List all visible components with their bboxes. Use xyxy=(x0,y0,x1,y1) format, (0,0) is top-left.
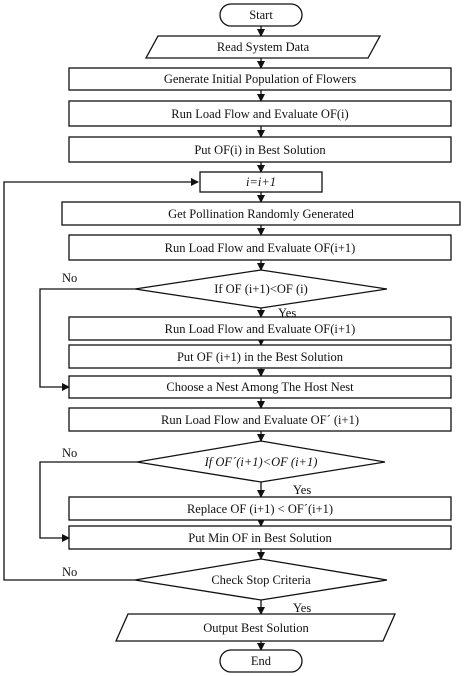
label-run3: Run Load Flow and Evaluate OF(i+1) xyxy=(165,322,356,336)
terminator-start xyxy=(219,3,303,27)
terminator-end xyxy=(219,649,303,673)
node-stop: Check Stop Criteria xyxy=(134,558,388,601)
node-read: Read System Data xyxy=(144,35,382,59)
process-run-load-flow-2 xyxy=(68,234,452,261)
label-nest: Choose a Nest Among The Host Nest xyxy=(166,380,354,394)
arrow-decision2-no-to-putmin xyxy=(39,461,137,542)
node-nest: Choose a Nest Among The Host Nest xyxy=(68,375,452,399)
node-end: End xyxy=(219,649,303,673)
node-put2: Put OF (i+1) in the Best Solution xyxy=(68,344,452,369)
node-putmin: Put Min OF in Best Solution xyxy=(68,525,452,550)
label-putmin: Put Min OF in Best Solution xyxy=(188,531,332,545)
node-decision1: If OF (i+1)<OF (i) xyxy=(134,269,388,309)
label-put1: Put OF(i) in Best Solution xyxy=(194,143,326,157)
label-yes-stop: Yes xyxy=(293,601,311,615)
input-read-system-data xyxy=(144,35,382,59)
label-no-stop: No xyxy=(62,565,77,579)
label-yes-decision1: Yes xyxy=(278,306,296,320)
label-yes-decision2: Yes xyxy=(293,483,311,497)
node-incr: i=i+1 xyxy=(199,171,323,193)
node-run3: Run Load Flow and Evaluate OF(i+1) xyxy=(68,316,452,341)
node-run2: Run Load Flow and Evaluate OF(i+1) xyxy=(68,234,452,261)
label-generate: Generate Initial Population of Flowers xyxy=(164,72,356,86)
process-choose-nest xyxy=(68,375,452,399)
node-generate: Generate Initial Population of Flowers xyxy=(68,67,452,91)
label-read: Read System Data xyxy=(217,40,310,54)
label-decision2: If OF´(i+1)<OF (i+1) xyxy=(204,455,318,469)
label-output: Output Best Solution xyxy=(203,621,309,635)
node-replace: Replace OF (i+1) < OF´(i+1) xyxy=(68,496,452,521)
arrow-stop-no-loop-to-incr xyxy=(3,178,199,581)
label-incr: i=i+1 xyxy=(246,175,276,189)
process-run-load-flow-3 xyxy=(68,316,452,341)
decision-compare-of-prime xyxy=(136,440,386,483)
label-no-decision2: No xyxy=(62,446,77,460)
node-put1: Put OF(i) in Best Solution xyxy=(68,136,452,163)
process-replace-of xyxy=(68,496,452,521)
process-pollination xyxy=(61,201,461,226)
process-run-load-flow-1 xyxy=(68,100,452,127)
process-increment-i xyxy=(199,171,323,193)
process-run-load-flow-4 xyxy=(68,407,452,432)
label-decision1: If OF (i+1)<OF (i) xyxy=(214,282,308,296)
label-run4: Run Load Flow and Evaluate OF´ (i+1) xyxy=(161,413,359,427)
connectors xyxy=(3,26,265,651)
node-start: Start xyxy=(219,3,303,27)
label-run2: Run Load Flow and Evaluate OF(i+1) xyxy=(165,241,356,255)
decision-check-stop xyxy=(134,558,388,601)
node-run4: Run Load Flow and Evaluate OF´ (i+1) xyxy=(68,407,452,432)
label-pollination: Get Pollination Randomly Generated xyxy=(168,207,354,221)
arrow-decision1-no-to-nest xyxy=(39,288,135,391)
label-put2: Put OF (i+1) in the Best Solution xyxy=(177,350,344,364)
label-no-decision1: No xyxy=(62,271,77,285)
label-start: Start xyxy=(249,8,273,22)
process-generate-population xyxy=(68,67,452,91)
label-end: End xyxy=(251,654,272,668)
node-output: Output Best Solution xyxy=(114,613,397,642)
label-run1: Run Load Flow and Evaluate OF(i) xyxy=(171,107,348,121)
output-best-solution xyxy=(114,613,397,642)
node-run1: Run Load Flow and Evaluate OF(i) xyxy=(68,100,452,127)
decision-compare-of xyxy=(134,269,388,309)
process-put-min-of xyxy=(68,525,452,550)
node-pollination: Get Pollination Randomly Generated xyxy=(61,201,461,226)
label-replace: Replace OF (i+1) < OF´(i+1) xyxy=(187,502,333,516)
label-stop: Check Stop Criteria xyxy=(211,573,311,587)
node-decision2: If OF´(i+1)<OF (i+1) xyxy=(136,440,386,483)
process-put-best-solution-2 xyxy=(68,344,452,369)
process-put-best-solution-1 xyxy=(68,136,452,163)
